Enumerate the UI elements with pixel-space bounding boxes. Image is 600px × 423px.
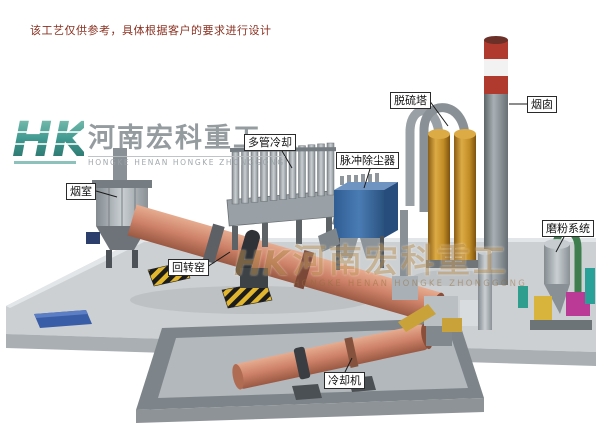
- watermark-company-en: HONGKE HENAN HONGKE ZHONGGONG: [88, 155, 285, 167]
- multi-tube-cooler-shape: [226, 142, 356, 250]
- label-desulfurization-tower: 脱硫塔: [390, 92, 431, 109]
- label-pulse-dust-collector: 脉冲除尘器: [336, 152, 399, 169]
- tower-shadow: [412, 270, 492, 286]
- pulse-dust-collector-shape: [318, 173, 398, 270]
- chimney-shape: [484, 36, 508, 285]
- label-grinding-system: 磨粉系统: [542, 220, 594, 237]
- hongke-logo: HK: [10, 112, 84, 168]
- label-chimney: 烟囱: [527, 96, 557, 113]
- watermark-company-cn: 河南宏科重工: [88, 123, 262, 154]
- leader-cooling-machine: [344, 357, 353, 373]
- leader-multi-tube-cooler: [281, 150, 293, 169]
- gas-duct-pipes: [405, 103, 470, 212]
- leader-lines: [95, 99, 565, 373]
- blue-pad: [34, 310, 92, 328]
- label-rotary-kiln: 回转窑: [168, 259, 209, 276]
- hongke-logo-glyph: HK: [12, 112, 84, 168]
- leader-grinding-system: [555, 236, 565, 253]
- leader-smoke-chamber: [95, 190, 118, 198]
- leader-desulfurization-tower: [428, 99, 449, 127]
- leader-rotary-kiln: [206, 251, 231, 268]
- label-cooling-machine: 冷却机: [324, 372, 365, 389]
- leader-pulse-dust-collector: [363, 168, 371, 189]
- desulfurization-towers-shape: [426, 129, 478, 268]
- disclaimer-text: 该工艺仅供参考，具体根据客户的要求进行设计: [30, 24, 272, 37]
- watermark-left: HK 河南宏科重工 HONGKE HENAN HONGKE ZHONGGONG: [10, 110, 285, 176]
- label-multi-tube-cooler: 多管冷却: [244, 134, 296, 151]
- kiln-head-equipment: [392, 210, 492, 332]
- label-smoke-chamber: 烟室: [66, 183, 96, 200]
